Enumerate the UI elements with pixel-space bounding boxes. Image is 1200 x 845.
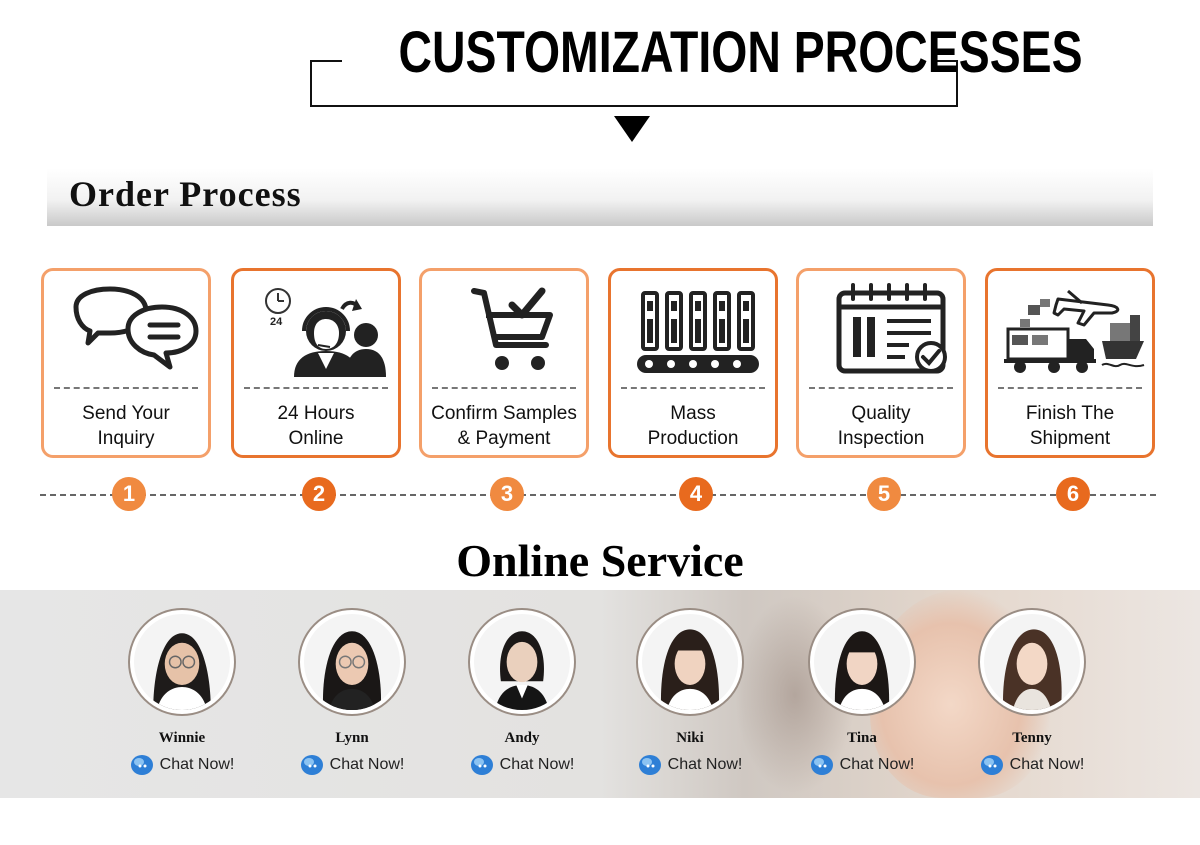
step-label: Mass Production [647,403,739,449]
step-card-shipment: Finish The Shipment [985,268,1155,458]
clock-24-text: 24 [270,316,283,328]
shipping-icon [998,279,1148,379]
down-arrow-icon [614,116,650,142]
divider [244,387,388,389]
chat-now-label: Chat Now! [667,756,743,773]
chat-now-button[interactable]: Chat Now! [620,754,760,776]
agent-name: Andy [504,730,540,746]
step-label: Send Your Inquiry [82,403,170,449]
step-label: Quality Inspection [837,403,925,449]
online-service-title: Online Service [456,535,744,586]
shopping-cart-check-icon [432,279,582,379]
step-label: 24 Hours Online [277,403,355,449]
avatar [980,610,1084,714]
agent-card-lynn: Lynn Chat Now! [282,610,422,785]
agent-name: Lynn [335,730,369,746]
chat-now-button[interactable]: Chat Now! [792,754,932,776]
avatar [130,610,234,714]
chat-bubble-icon [470,755,493,775]
divider [54,387,198,389]
chat-now-label: Chat Now! [1009,756,1085,773]
avatar [810,610,914,714]
agent-card-niki: Niki Chat Now! [620,610,760,785]
chat-bubble-icon [810,755,833,775]
step-number-4: 4 [679,477,713,511]
step-number-1: 1 [112,477,146,511]
step-label: Confirm Samples & Payment [431,403,577,449]
agent-card-tenny: Tenny Chat Now! [962,610,1102,785]
divider [809,387,953,389]
agent-card-winnie: Winnie Chat Now! [112,610,252,785]
agent-name: Niki [676,730,704,746]
avatar [300,610,404,714]
title-frame [310,60,958,107]
customer-service-icon: 24 [244,279,394,379]
agent-name: Tenny [1012,730,1052,746]
step-number-5: 5 [867,477,901,511]
calendar-check-icon [809,279,959,379]
order-process-banner: Order Process [47,168,1153,226]
agent-name: Tina [847,730,877,746]
chat-bubble-icon [638,755,661,775]
step-label: Finish The Shipment [1025,403,1115,449]
agent-card-andy: Andy Chat Now! [452,610,592,785]
chat-now-button[interactable]: Chat Now! [452,754,592,776]
agent-name: Winnie [158,730,206,746]
chat-bubble-icon [980,755,1003,775]
chat-now-label: Chat Now! [499,756,575,773]
step-number-6: 6 [1056,477,1090,511]
divider [432,387,576,389]
avatar [638,610,742,714]
chat-now-label: Chat Now! [329,756,405,773]
chat-now-label: Chat Now! [159,756,235,773]
step-card-inquiry: Send Your Inquiry [41,268,211,458]
chat-now-button[interactable]: Chat Now! [282,754,422,776]
step-card-production: Mass Production [608,268,778,458]
chat-bubble-icon [300,755,323,775]
divider [998,387,1142,389]
chat-now-button[interactable]: Chat Now! [962,754,1102,776]
chat-now-button[interactable]: Chat Now! [112,754,252,776]
step-card-online: 24 24 Hours Online [231,268,401,458]
page-title: CUSTOMIZATION PROCESSES [398,20,1083,85]
chat-now-label: Chat Now! [839,756,915,773]
step-card-inspection: Quality Inspection [796,268,966,458]
chat-bubbles-icon [54,279,204,379]
agent-card-tina: Tina Chat Now! [792,610,932,785]
step-number-2: 2 [302,477,336,511]
step-number-3: 3 [490,477,524,511]
order-process-title: Order Process [69,174,302,214]
timeline [40,494,1156,496]
chat-bubble-icon [130,755,153,775]
step-card-samples: Confirm Samples & Payment [419,268,589,458]
divider [621,387,765,389]
avatar [470,610,574,714]
production-line-icon [621,279,771,379]
